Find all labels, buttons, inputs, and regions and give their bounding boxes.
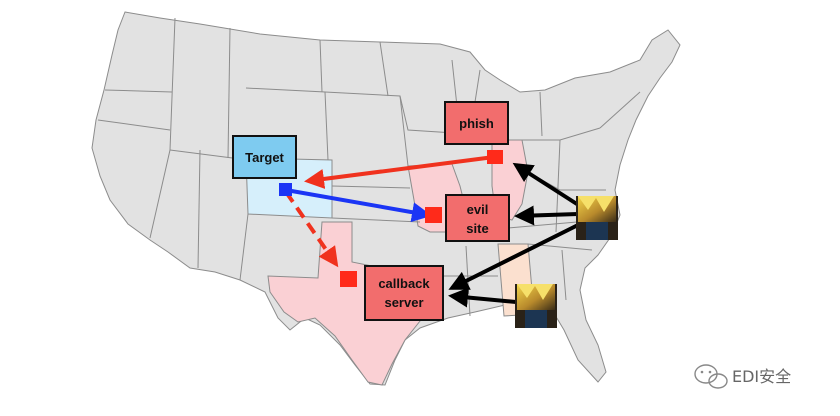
attacker-avatar bbox=[576, 196, 618, 240]
evil-site-node: evil site bbox=[445, 194, 510, 242]
wechat-icon bbox=[694, 364, 728, 389]
target-node-label: Target bbox=[245, 150, 284, 165]
target-to-evil-site-arrow bbox=[285, 188, 432, 223]
target-endpoint-marker bbox=[279, 183, 292, 196]
attacker-avatar bbox=[515, 284, 557, 328]
callback-server-node-label-line1: callback bbox=[378, 276, 430, 291]
callback-server-node-label-line2: server bbox=[384, 295, 423, 310]
watermark: EDI安全 bbox=[694, 364, 791, 389]
callback-server-node: callback server bbox=[364, 265, 444, 321]
attacker2-to-callback-arrow bbox=[448, 287, 517, 308]
phish-node-label: phish bbox=[459, 116, 494, 131]
phish-node: phish bbox=[444, 101, 509, 145]
target-node: Target bbox=[232, 135, 297, 179]
attacker-to-callback-arrow bbox=[448, 222, 581, 290]
callback-endpoint-marker bbox=[340, 271, 357, 287]
target-to-callback-dashed-arrow bbox=[284, 190, 339, 268]
evil-site-node-label-line1: evil bbox=[467, 202, 489, 217]
attacker-to-evil-site-arrow bbox=[514, 205, 579, 226]
phish-endpoint-marker bbox=[487, 150, 503, 164]
watermark-text: EDI安全 bbox=[732, 367, 791, 386]
phish-to-target-arrow bbox=[304, 155, 495, 189]
attacker-to-phish-arrow bbox=[512, 162, 582, 208]
evil-site-node-label-line2: site bbox=[466, 221, 488, 236]
evil-site-endpoint-marker bbox=[425, 207, 442, 223]
